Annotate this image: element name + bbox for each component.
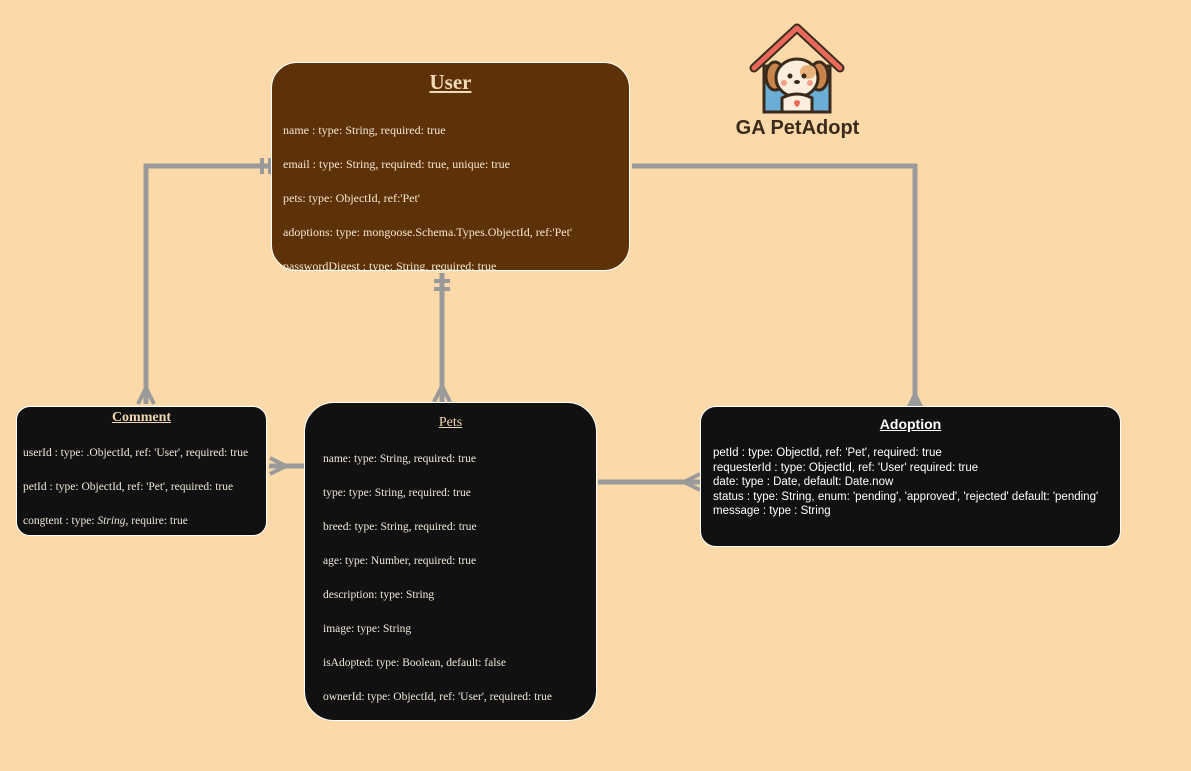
cardinality-many-mark xyxy=(269,456,291,476)
entity-fields: name : type: String, required: true emai… xyxy=(283,113,572,283)
cardinality-many-mark xyxy=(136,383,156,405)
entity-title: Pets xyxy=(438,415,463,430)
adoption-entity: Adoption petId : type: ObjectId, ref: 'P… xyxy=(700,406,1121,547)
field-type: String xyxy=(97,515,126,527)
entity-field: message : type : String xyxy=(713,505,831,517)
entity-field-content: congtent : type: String, require: true xyxy=(23,504,248,538)
entity-fields: petId : type: ObjectId, ref: 'Pet', requ… xyxy=(713,446,1098,519)
cardinality-many-mark xyxy=(679,472,701,492)
connector-user-adoption xyxy=(632,163,918,406)
pets-entity: Pets name: type: String, required: true … xyxy=(304,402,597,721)
field-prefix: congtent : type: xyxy=(23,515,98,527)
entity-field: age: type: Number, required: true xyxy=(323,555,477,567)
cardinality-many-mark xyxy=(432,381,452,403)
connector-arrowhead xyxy=(907,390,923,406)
entity-field: description: type: String xyxy=(323,589,435,601)
entity-field: type: type: String, required: true xyxy=(323,487,471,499)
entity-field: adoptions: type: mongoose.Schema.Types.O… xyxy=(283,225,573,239)
entity-field: name : type: String, required: true xyxy=(283,123,446,137)
connector-user-comment xyxy=(143,163,276,404)
petadopt-logo xyxy=(749,23,845,114)
entity-field: status : type: String, enum: 'pending', … xyxy=(713,490,1099,503)
entity-field: userId : type: .ObjectId, ref: 'User', r… xyxy=(23,447,249,459)
entity-field: breed: type: String, required: true xyxy=(323,521,477,533)
entity-title: User xyxy=(429,70,472,94)
user-entity: User name : type: String, required: true… xyxy=(271,62,630,273)
entity-fields: name: type: String, required: true type:… xyxy=(323,442,552,714)
entity-field: date: type : Date, default: Date.now xyxy=(713,476,894,488)
entity-title: Adoption xyxy=(879,416,942,432)
field-suffix: , require: true xyxy=(125,515,188,527)
entity-field: petId : type: ObjectId, ref: 'Pet', requ… xyxy=(23,481,234,493)
entity-field: petId : type: ObjectId, ref: 'Pet', requ… xyxy=(713,447,942,459)
entity-field: ownerId: type: ObjectId, ref: 'User', re… xyxy=(323,691,552,703)
entity-field: pets: type: ObjectId, ref:'Pet' xyxy=(283,191,420,205)
logo-text: GA PetAdopt xyxy=(735,117,860,139)
entity-field: email : type: String, required: true, un… xyxy=(283,157,510,171)
entity-field: requesterId : type: ObjectId, ref: 'User… xyxy=(713,461,979,474)
entity-field: image: type: String xyxy=(323,623,412,635)
entity-field: isAdopted: type: Boolean, default: false xyxy=(323,657,506,669)
comment-entity: Comment userId : type: .ObjectId, ref: '… xyxy=(16,406,267,536)
entity-field: name: type: String, required: true xyxy=(323,453,476,465)
entity-title: Comment xyxy=(111,410,172,425)
entity-fields: userId : type: .ObjectId, ref: 'User', r… xyxy=(23,436,248,538)
entity-field: passwordDigest : type: String, required:… xyxy=(283,259,497,273)
